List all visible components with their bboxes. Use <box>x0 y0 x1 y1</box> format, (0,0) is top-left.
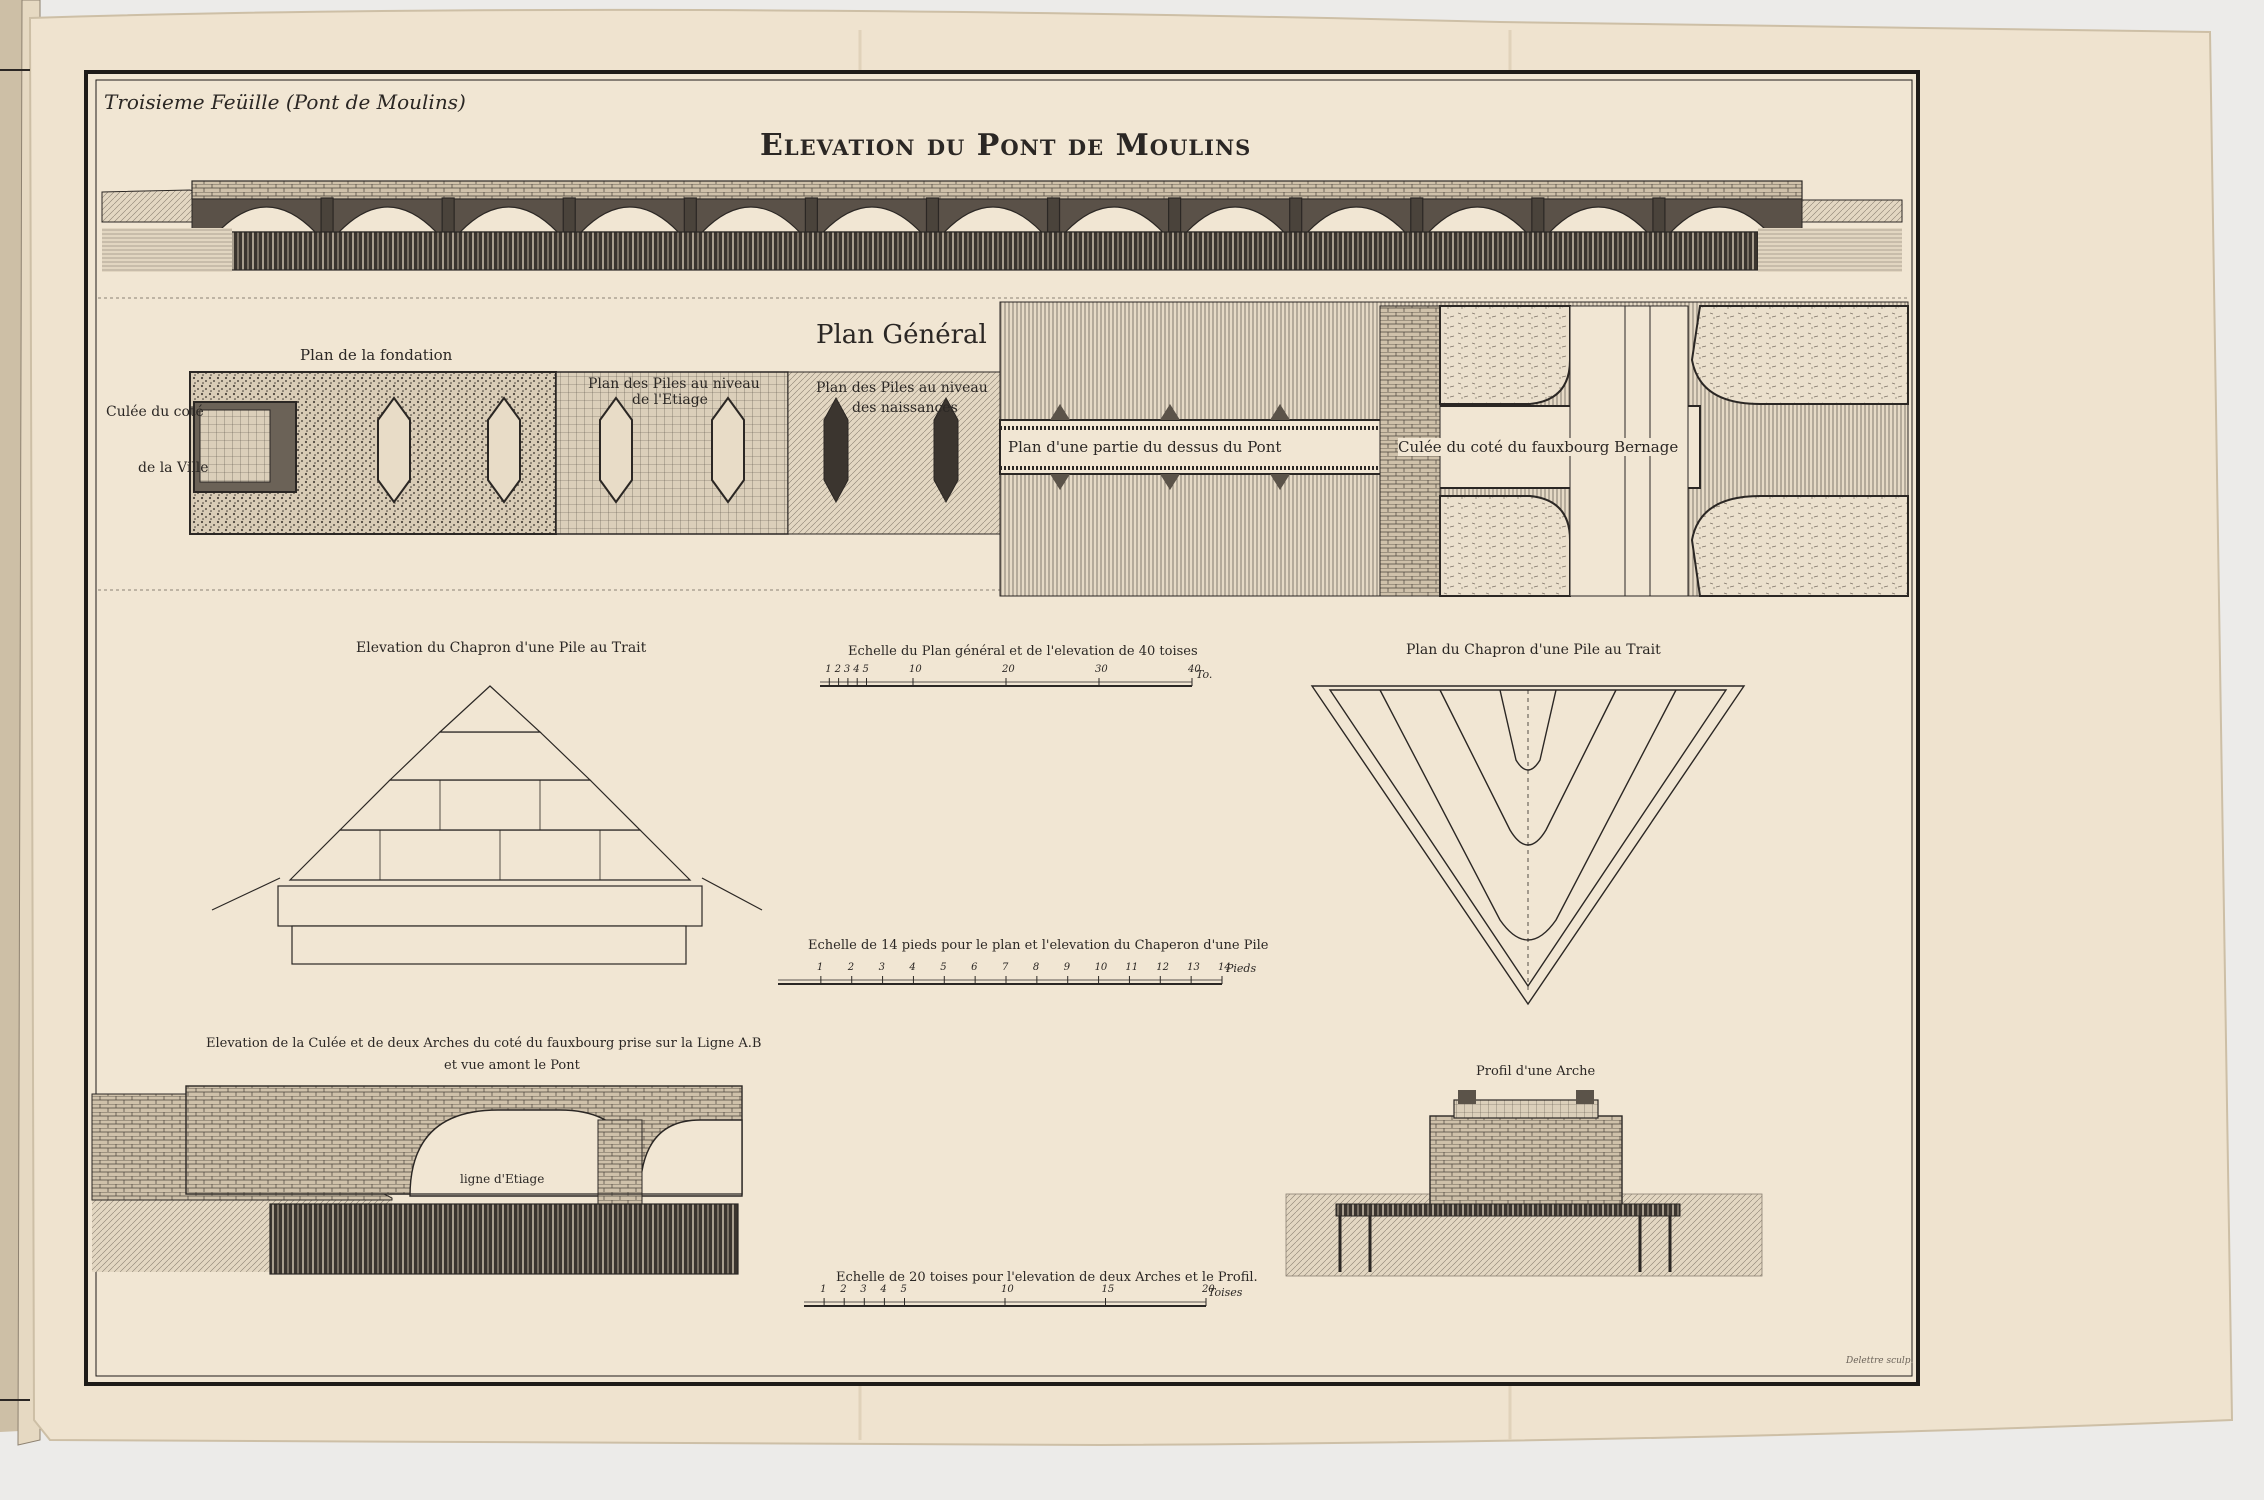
scale-tick-label: 3 <box>878 962 885 973</box>
scale-tick-label: 12 <box>1156 962 1170 973</box>
culee-fauxbourg-label: Culée du coté du fauxbourg Bernage <box>1398 438 1679 456</box>
culee-ville-label-2: de la Ville <box>138 460 209 476</box>
sheet-label: Troisieme Feüille (Pont de Moulins) <box>104 90 466 114</box>
scale-tick-label: 2 <box>834 664 841 675</box>
scale-tick-label: 20 <box>1002 664 1015 675</box>
scale-1-unit: To. <box>1196 668 1213 681</box>
bridge-pier <box>1410 197 1424 233</box>
scale-tick-label: 9 <box>1063 962 1071 973</box>
scale-bar-3 <box>804 1298 1207 1307</box>
piles-naissances-label-1: Plan des Piles au niveau <box>816 380 988 396</box>
culee-elevation-label-2: et vue amont le Pont <box>444 1058 580 1073</box>
bridge-arch <box>700 206 801 233</box>
culee-ville-label-1: Culée du coté <box>106 404 204 420</box>
culee-elevation-label-1: Elevation de la Culée et de deux Arches … <box>206 1036 762 1051</box>
scale-tick-label: 6 <box>971 962 978 973</box>
bridge-pier <box>320 197 334 233</box>
scale-3-unit: Toises <box>1208 1286 1243 1299</box>
scale-tick-label: 4 <box>853 664 860 675</box>
bridge-arch <box>337 206 438 233</box>
bridge-arch <box>821 206 922 233</box>
fondation-label: Plan de la fondation <box>300 346 453 364</box>
scale-tick-label: 5 <box>900 1284 907 1295</box>
bridge-pier <box>441 197 455 233</box>
piles-etiage-label-2: de l'Etiage <box>632 392 708 408</box>
scale-tick-label: 11 <box>1125 962 1139 973</box>
bridge-arch <box>579 206 680 233</box>
scale-tick-label: 5 <box>862 664 869 675</box>
scale-bar-2 <box>778 976 1223 985</box>
scale-tick-label: 7 <box>1002 962 1009 973</box>
scale-2-unit: Pieds <box>1226 962 1257 975</box>
bridge-pier <box>1289 197 1303 233</box>
bridge-pier <box>925 197 940 233</box>
scale-tick-label: 4 <box>909 962 916 973</box>
scale-tick-label: 5 <box>940 962 947 973</box>
scale-tick-label: 20 <box>1202 1284 1215 1295</box>
bridge-pier <box>1531 197 1545 233</box>
scale-tick-label: 1 <box>825 664 832 675</box>
bridge-arch <box>1064 206 1165 233</box>
bridge-arch <box>1427 206 1528 233</box>
bridge-pier <box>1652 197 1666 233</box>
bridge-pier <box>562 197 576 233</box>
engraver-signature: Delettre sculp. <box>1846 1356 1914 1366</box>
piles-naissances-label-2: des naissances <box>852 400 958 416</box>
chapron-plan-label: Plan du Chapron d'une Pile au Trait <box>1406 642 1661 658</box>
scale-tick-label: 15 <box>1101 1284 1115 1295</box>
bridge-arch <box>943 206 1043 233</box>
scale-tick-label: 8 <box>1032 962 1040 973</box>
bridge-arch <box>1306 206 1407 233</box>
profil-arche-label: Profil d'une Arche <box>1476 1064 1596 1079</box>
ligne-etiage-label: ligne d'Etiage <box>460 1172 545 1186</box>
scale-tick-label: 30 <box>1095 664 1108 675</box>
scale-tick-label: 1 <box>816 962 824 973</box>
chapron-plan-drawing <box>1310 685 1746 1006</box>
scale-tick-label: 3 <box>843 664 851 675</box>
scale-tick-label: 2 <box>847 962 855 973</box>
scale-2-label: Echelle de 14 pieds pour le plan et l'el… <box>808 938 1269 953</box>
bridge-arch <box>1548 206 1649 233</box>
bridge-pier <box>1168 197 1182 233</box>
bridge-pier <box>804 197 818 233</box>
scale-tick-label: 1 <box>820 1284 827 1295</box>
scale-tick-label: 4 <box>880 1284 887 1295</box>
scale-1-label: Echelle du Plan général et de l'elevatio… <box>848 644 1198 659</box>
plan-title: Plan Général <box>816 320 987 350</box>
scale-3-label: Echelle de 20 toises pour l'elevation de… <box>836 1270 1258 1285</box>
scale-tick-label: 40 <box>1188 664 1201 675</box>
scale-tick-label: 2 <box>840 1284 847 1295</box>
profil-arche-drawing <box>1285 1090 1763 1277</box>
chapron-elevation-label: Elevation du Chapron d'une Pile au Trait <box>356 640 647 656</box>
bridge-arch <box>216 206 317 233</box>
scale-bar-1 <box>820 678 1193 687</box>
bridge-pier <box>1046 197 1061 233</box>
piles-etiage-label-1: Plan des Piles au niveau <box>588 376 760 392</box>
bridge-pier <box>683 197 697 233</box>
scale-tick-label: 10 <box>909 664 922 675</box>
bridge-arch <box>1185 206 1286 233</box>
dessus-label: Plan d'une partie du dessus du Pont <box>1008 438 1282 456</box>
scale-tick-label: 10 <box>1094 962 1108 973</box>
bridge-elevation <box>101 180 1903 272</box>
bridge-arch <box>458 206 559 233</box>
scale-tick-label: 14 <box>1218 962 1231 973</box>
scale-tick-label: 10 <box>1001 1284 1014 1295</box>
scale-tick-label: 13 <box>1187 962 1200 973</box>
main-title: Elevation du Pont de Moulins <box>760 128 1252 163</box>
culee-elevation-drawing <box>91 1085 743 1275</box>
scale-tick-label: 3 <box>860 1284 867 1295</box>
chapron-elevation-drawing <box>211 685 763 965</box>
